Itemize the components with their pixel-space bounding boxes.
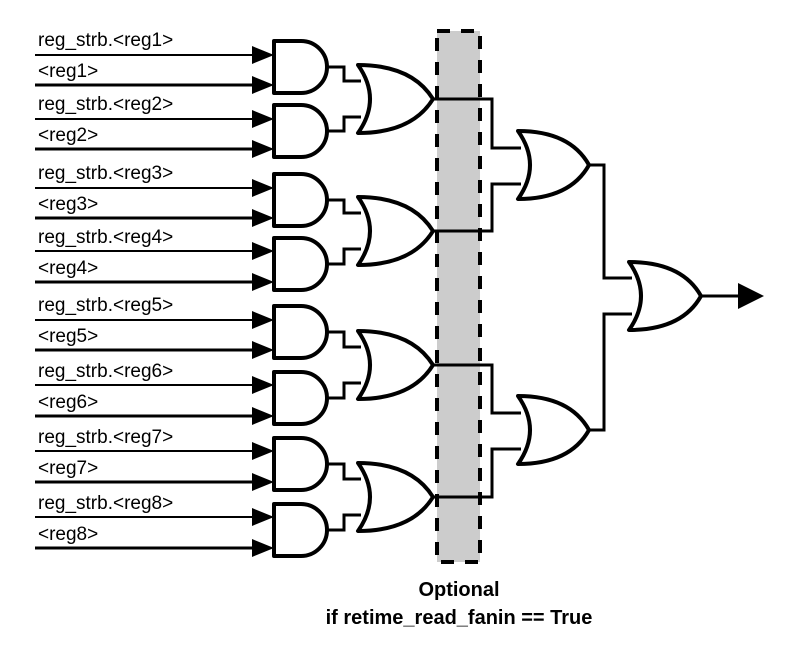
or-gate-l1-2 — [356, 195, 435, 267]
input-label-data-8: <reg8> — [38, 524, 98, 545]
input-arrow-data-2 — [252, 140, 274, 158]
and-gate-7 — [272, 436, 329, 492]
caption-line-1: Optional — [418, 579, 499, 601]
input-arrow-data-6 — [252, 407, 274, 425]
input-label-strobe-3: reg_strb.<reg3> — [38, 163, 173, 184]
input-label-strobe-2: reg_strb.<reg2> — [38, 94, 173, 115]
input-label-strobe-4: reg_strb.<reg4> — [38, 227, 173, 248]
input-arrow-strobe-6 — [252, 376, 274, 394]
input-arrow-data-3 — [252, 209, 274, 227]
input-signals-group: reg_strb.<reg1> <reg1> reg_strb.<reg2> <… — [35, 30, 274, 557]
or-gate-l2-2 — [516, 394, 591, 466]
optional-crossing-wires — [431, 97, 480, 499]
input-arrow-data-5 — [252, 341, 274, 359]
wire-box2-to-orl2-1 — [480, 182, 521, 233]
and-gate-8 — [272, 502, 329, 558]
input-group-3: reg_strb.<reg3> <reg3> — [35, 163, 274, 227]
or-gate-output — [627, 260, 703, 332]
or-gate-l1-1 — [356, 63, 435, 135]
or-gate-l1-3 — [356, 329, 435, 401]
and-gates-group — [272, 39, 329, 558]
and-gate-5 — [272, 304, 329, 360]
wire-and7-to-or4 — [327, 462, 361, 481]
input-group-4: reg_strb.<reg4> <reg4> — [35, 227, 274, 291]
input-arrow-strobe-7 — [252, 442, 274, 460]
input-arrow-strobe-5 — [252, 311, 274, 329]
input-label-strobe-6: reg_strb.<reg6> — [38, 361, 173, 382]
box-to-or-level2-wires — [480, 97, 521, 499]
input-label-strobe-8: reg_strb.<reg8> — [38, 493, 173, 514]
wire-orl2-1-to-final — [587, 163, 632, 280]
and-gate-4 — [272, 236, 329, 292]
input-arrow-strobe-3 — [252, 179, 274, 197]
input-arrow-data-7 — [252, 473, 274, 491]
and-gate-3 — [272, 172, 329, 228]
input-group-6: reg_strb.<reg6> <reg6> — [35, 361, 274, 425]
or-gate-l2-1 — [516, 129, 591, 201]
input-label-strobe-7: reg_strb.<reg7> — [38, 427, 173, 448]
wire-and4-to-or2 — [327, 247, 361, 266]
wire-and8-to-or4 — [327, 513, 361, 532]
input-label-data-2: <reg2> — [38, 125, 98, 146]
input-group-7: reg_strb.<reg7> <reg7> — [35, 427, 274, 491]
or-gates-level1-group — [356, 63, 435, 533]
input-label-data-6: <reg6> — [38, 392, 98, 413]
input-label-data-7: <reg7> — [38, 458, 98, 479]
input-arrow-strobe-4 — [252, 242, 274, 260]
input-group-8: reg_strb.<reg8> <reg8> — [35, 493, 274, 557]
input-arrow-data-8 — [252, 539, 274, 557]
wire-and6-to-or3 — [327, 381, 361, 400]
wire-box4-to-orl2-2 — [480, 447, 521, 499]
caption-line-2: if retime_read_fanin == True — [326, 607, 593, 629]
input-arrow-data-4 — [252, 273, 274, 291]
or-gates-level2-group — [516, 129, 591, 466]
input-group-5: reg_strb.<reg5> <reg5> — [35, 295, 274, 359]
and-to-or-wires — [327, 65, 361, 532]
wire-and5-to-or3 — [327, 330, 361, 349]
optional-retime-register-box — [435, 29, 482, 564]
input-label-data-4: <reg4> — [38, 258, 98, 279]
optional-caption: Optional if retime_read_fanin == True — [326, 579, 593, 629]
input-label-strobe-1: reg_strb.<reg1> — [38, 30, 173, 51]
or-level2-to-output-wires — [587, 163, 632, 432]
wire-and3-to-or2 — [327, 198, 361, 215]
input-label-strobe-5: reg_strb.<reg5> — [38, 295, 173, 316]
read-fanin-output-arrow — [738, 283, 764, 309]
input-arrow-data-1 — [252, 76, 274, 94]
input-label-data-5: <reg5> — [38, 326, 98, 347]
input-arrow-strobe-1 — [252, 46, 274, 64]
and-gate-2 — [272, 103, 329, 159]
wire-box1-to-orl2-1 — [480, 97, 521, 150]
wire-and1-to-or1 — [327, 65, 361, 83]
input-group-1: reg_strb.<reg1> <reg1> — [35, 30, 274, 94]
input-arrow-strobe-2 — [252, 110, 274, 128]
wire-and2-to-or1 — [327, 115, 361, 133]
wire-box3-to-orl2-2 — [480, 363, 521, 415]
input-group-2: reg_strb.<reg2> <reg2> — [35, 94, 274, 158]
and-gate-6 — [272, 370, 329, 426]
or-gate-l1-4 — [356, 461, 435, 533]
and-gate-1 — [272, 39, 329, 95]
input-label-data-3: <reg3> — [38, 194, 98, 215]
input-arrow-strobe-8 — [252, 508, 274, 526]
input-label-data-1: <reg1> — [38, 61, 98, 82]
wire-orl2-2-to-final — [587, 312, 632, 432]
